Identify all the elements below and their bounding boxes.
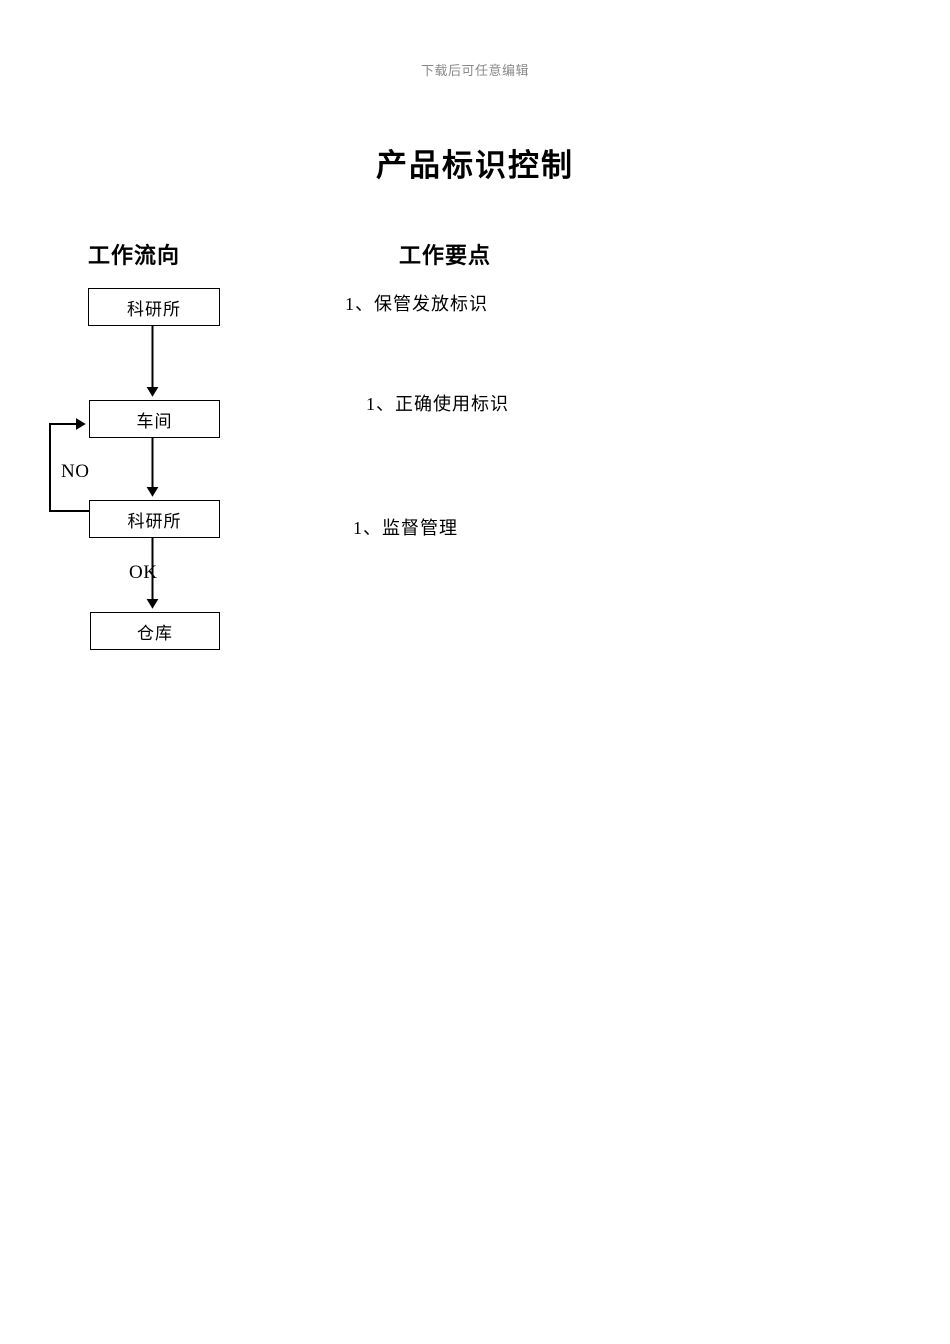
- work-point-item-2: 1、正确使用标识: [366, 394, 509, 414]
- work-point-item-1: 1、保管发放标识: [345, 294, 488, 314]
- flow-node-cangku: 仓库: [90, 612, 220, 650]
- header-note: 下载后可任意编辑: [420, 63, 529, 78]
- column-heading-workflow: 工作流向: [88, 243, 181, 268]
- edge-label-ok: OK: [129, 562, 158, 583]
- work-point-item-3: 1、监督管理: [353, 518, 458, 538]
- flow-node-keyanusuo-2: 科研所: [89, 500, 220, 538]
- edge-label-no: NO: [61, 461, 90, 482]
- column-heading-workpoints: 工作要点: [399, 243, 492, 268]
- flow-node-chejian: 车间: [89, 400, 220, 438]
- flow-node-keyanusuo-1: 科研所: [88, 288, 220, 326]
- page-title: 产品标识控制: [376, 148, 574, 184]
